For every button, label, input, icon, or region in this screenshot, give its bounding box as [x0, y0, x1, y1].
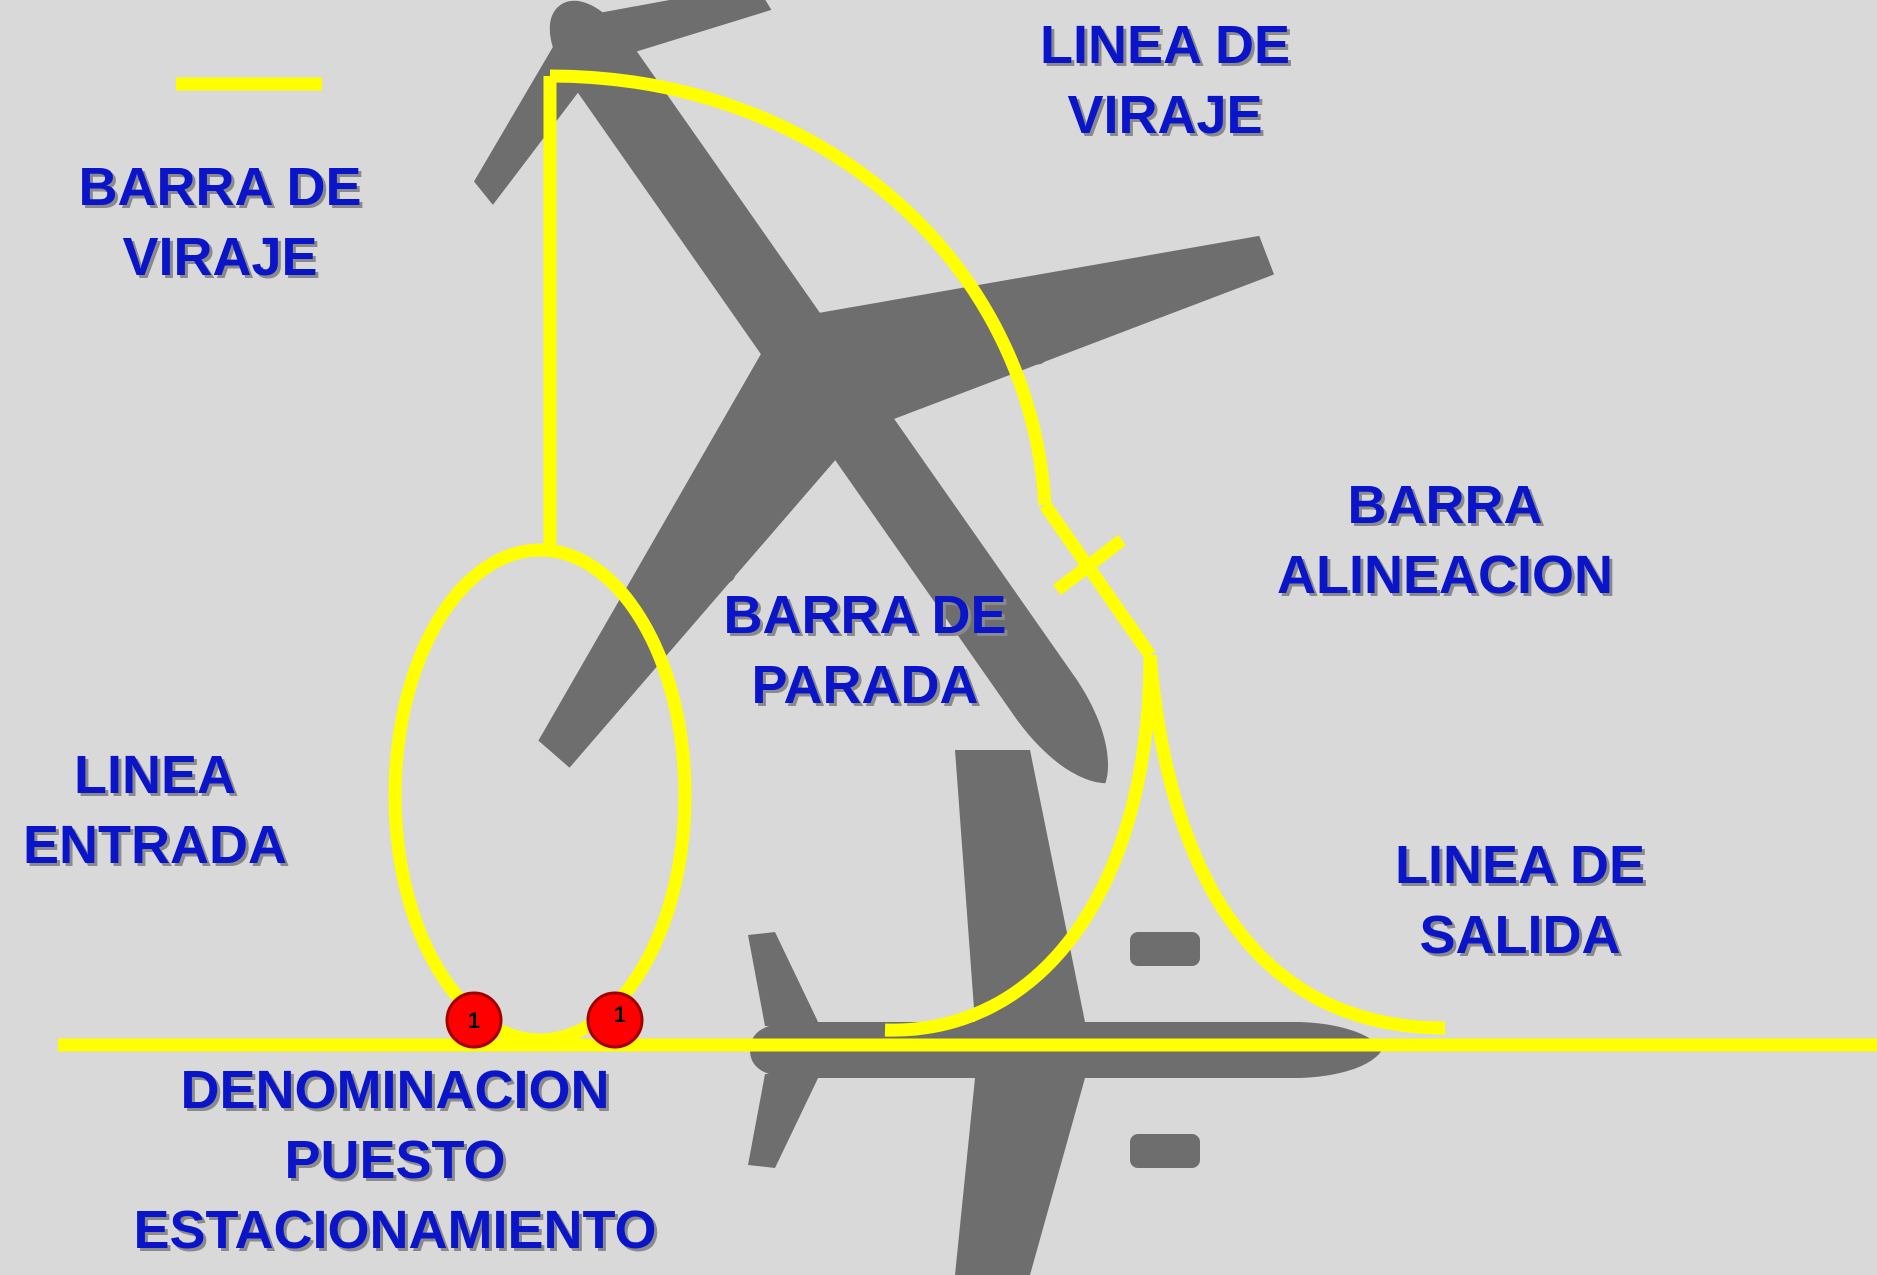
label-denominacion-puesto: DENOMINACION PUESTO ESTACIONAMIENTO: [133, 1060, 657, 1260]
aircraft-wing-upper: [817, 235, 1275, 420]
aircraft-engine-upper: [1130, 932, 1200, 966]
alignment-bar: [1039, 501, 1156, 659]
aircraft-engine-lower: [1130, 1134, 1200, 1168]
aircraft-tail-upper: [602, 0, 772, 54]
turn-line-arc: [549, 69, 1052, 506]
aircraft-tail-upper: [748, 932, 820, 1026]
stand-marker-icon: 1: [445, 991, 503, 1049]
exit-line-right: [1143, 654, 1446, 1035]
aircraft-fuselage: [549, 0, 1109, 784]
stand-marker-icon: 1: [586, 991, 644, 1049]
label-linea-viraje: LINEA DE VIRAJE: [1039, 15, 1290, 145]
stand-marker-number: 1: [614, 1002, 626, 1027]
aircraft-engine-lower: [678, 522, 736, 590]
label-linea-entrada: LINEA ENTRADA: [23, 745, 287, 875]
aircraft-silhouette-icon: [748, 750, 1382, 1275]
lead-in-loop: [388, 543, 692, 1047]
aircraft-tail-lower: [748, 1074, 820, 1168]
label-linea-salida: LINEA DE SALIDA: [1394, 835, 1645, 965]
label-barra-parada: BARRA DE PARADA: [723, 585, 1007, 715]
aircraft-wing-lower: [538, 352, 837, 768]
aircraft-wing-lower: [955, 1078, 1085, 1275]
aircraft-engine-upper: [999, 297, 1057, 365]
stop-bar: [1053, 534, 1126, 596]
label-barra-viraje: BARRA DE VIRAJE: [78, 157, 362, 287]
exit-line-left: [884, 654, 1157, 1037]
label-barra-alineacion: BARRA ALINEACION: [1277, 475, 1613, 605]
stand-marker-number: 1: [468, 1008, 480, 1033]
